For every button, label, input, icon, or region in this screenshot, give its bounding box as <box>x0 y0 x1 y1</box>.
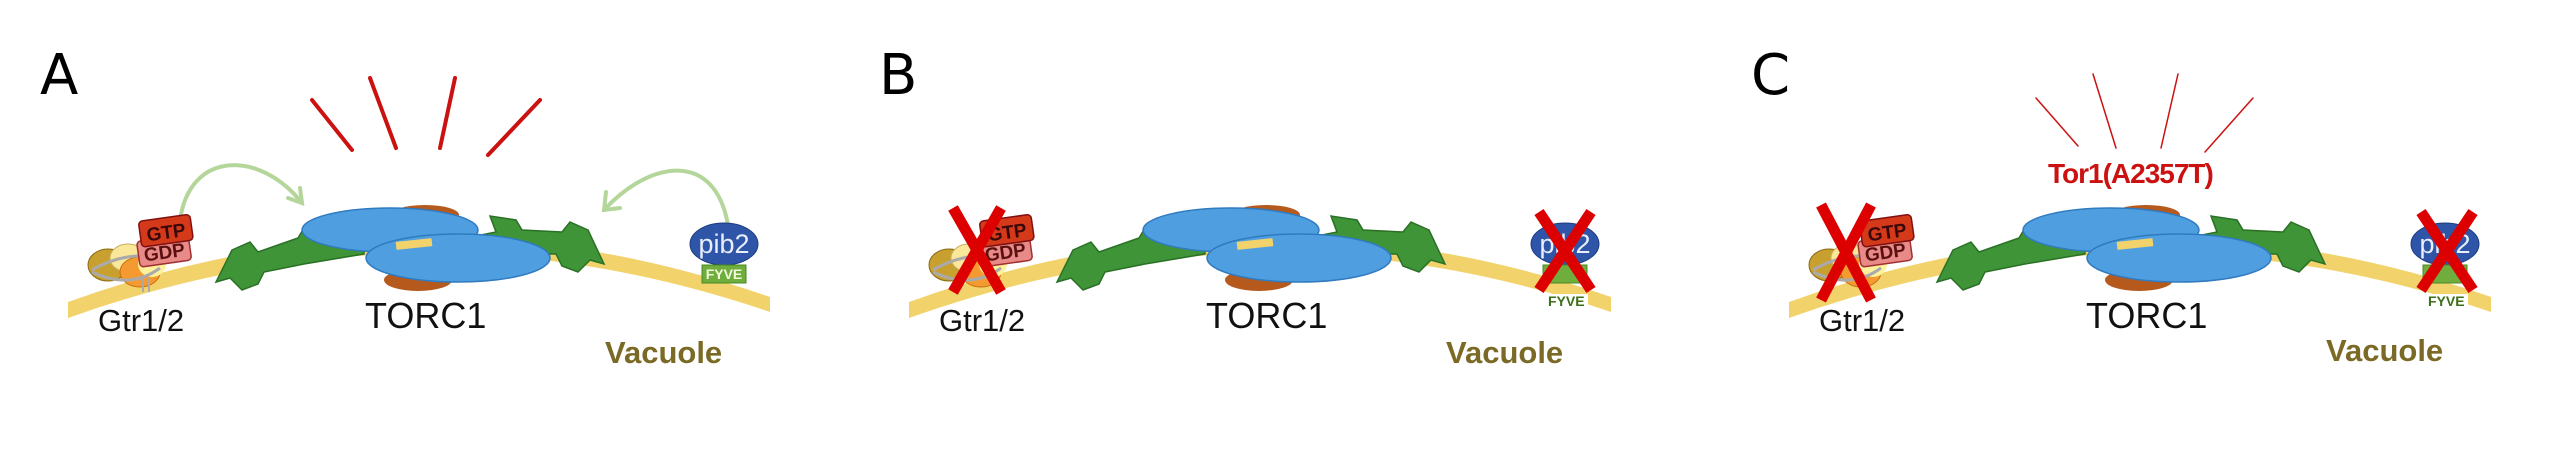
activity-ray <box>310 98 354 152</box>
panel-c: GDP GTP pib2 C <box>1721 0 2541 466</box>
fyve-label: FYVE <box>1545 294 1588 308</box>
activity-rays <box>2035 73 2254 153</box>
activity-ray <box>368 76 398 150</box>
gtr-label: Gtr1/2 <box>1819 303 1906 338</box>
fyve-label: FYVE <box>706 266 743 282</box>
pib2-deleted-x-icon <box>1534 208 1596 294</box>
panel-label: C <box>1751 43 1791 108</box>
torc1-complex <box>214 205 606 291</box>
mutant-label: Tor1(A2357T) <box>2048 158 2214 189</box>
gtr-complex: GDP GTP <box>928 214 1035 288</box>
vacuole-label: Vacuole <box>1446 335 1564 370</box>
vacuole-label: Vacuole <box>605 335 723 370</box>
pib2-label: pib2 <box>698 229 749 259</box>
panel-label: A <box>40 43 79 108</box>
fyve-label: FYVE <box>2425 294 2468 308</box>
activity-ray <box>2035 97 2079 147</box>
gtr-label: Gtr1/2 <box>939 303 1026 338</box>
gtp-badge: GTP <box>138 214 194 248</box>
gtr-label: Gtr1/2 <box>98 303 185 338</box>
activity-ray <box>2092 73 2117 149</box>
panel-a: GDP GTP pib2 FYVE A Gtr1/2 TORC1 Vacuole <box>0 0 820 466</box>
activity-ray <box>2204 97 2254 153</box>
gtr-deleted-x-icon <box>1816 202 1876 303</box>
pib2-protein: pib2 FYVE <box>689 222 759 284</box>
activity-ray <box>438 76 457 150</box>
torc1-complex <box>1935 205 2327 291</box>
vacuole-label: Vacuole <box>2326 333 2444 368</box>
gtp-badge: GTP <box>1859 214 1915 248</box>
activity-rays <box>310 76 542 157</box>
activating-arrows <box>178 163 730 227</box>
panel-c-graphic: GDP GTP pib2 <box>1789 73 2491 318</box>
panel-a-graphic: GDP GTP pib2 FYVE <box>68 76 770 318</box>
pib2-arrow-head <box>601 190 622 213</box>
torc1-complex <box>1055 205 1447 291</box>
torc1-label: TORC1 <box>1206 295 1328 336</box>
torc1-label: TORC1 <box>2086 295 2208 336</box>
pib2-arrow <box>602 168 730 227</box>
activity-ray <box>2160 73 2179 149</box>
gtr-arrow <box>178 163 304 222</box>
gtr-deleted-x-icon <box>948 205 1006 295</box>
panel-b-graphic: GDP GTP pib2 <box>909 205 1611 318</box>
panel-label: B <box>879 43 918 108</box>
gtr-arrow-head <box>286 186 305 206</box>
pib2-deleted-x-icon <box>2416 208 2478 294</box>
panel-b: GDP GTP pib2 B <box>841 0 1661 466</box>
torc1-label: TORC1 <box>365 295 487 336</box>
activity-ray <box>486 98 542 157</box>
gtr-complex: GDP GTP <box>87 214 194 292</box>
